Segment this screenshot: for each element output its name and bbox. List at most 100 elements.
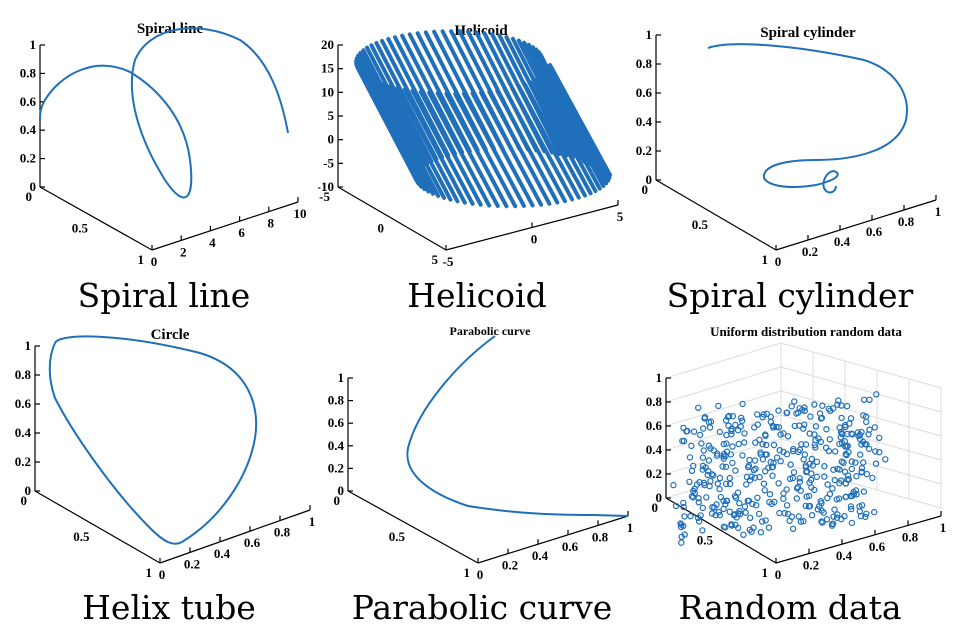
scatter-point xyxy=(758,518,766,525)
tick-label: 0.8 xyxy=(646,394,663,409)
scatter-point xyxy=(678,521,685,528)
scatter-point xyxy=(738,417,746,424)
scatter-point xyxy=(727,451,735,458)
scatter-point xyxy=(802,502,809,510)
scatter-point xyxy=(735,440,742,448)
scatter-point xyxy=(862,513,869,521)
scatter-point xyxy=(690,428,698,435)
tick-label: 0.5 xyxy=(389,529,406,544)
grid-line xyxy=(665,342,782,379)
tick-label: 0 xyxy=(151,254,158,269)
scatter-point xyxy=(722,463,730,471)
scatter-point xyxy=(847,503,855,510)
scatter-point xyxy=(794,409,802,416)
scatter-point xyxy=(688,467,696,474)
scatter-point xyxy=(842,480,850,487)
tick-label: 0.6 xyxy=(646,418,663,433)
scatter-point xyxy=(790,469,798,476)
scatter-point xyxy=(857,512,865,520)
scatter-point xyxy=(815,502,823,510)
scatter-point xyxy=(742,481,750,488)
tick-label: 0 xyxy=(477,567,484,582)
scatter-point xyxy=(829,485,836,492)
chart-title: Circle xyxy=(151,327,190,343)
scatter-point xyxy=(761,431,769,438)
scatter-point xyxy=(821,473,828,480)
scatter-point xyxy=(713,452,721,459)
scatter-point xyxy=(825,447,833,455)
grid-line xyxy=(665,414,782,451)
helicoid-strip xyxy=(522,82,587,198)
scatter-point xyxy=(678,539,685,546)
helicoid-strip xyxy=(388,84,453,202)
grid-line xyxy=(665,366,782,403)
scatter-point xyxy=(845,476,852,483)
scatter-point xyxy=(750,466,758,474)
chart-title: Parabolic curve xyxy=(450,324,532,338)
helicoid-strip xyxy=(402,87,467,205)
scatter-point xyxy=(752,501,760,509)
scatter-point xyxy=(813,473,820,481)
scatter-point xyxy=(750,424,758,431)
scatter-point xyxy=(754,494,761,501)
scatter-point xyxy=(847,415,855,422)
tick-label: 0.6 xyxy=(15,396,32,411)
scatter-point xyxy=(672,502,680,510)
scatter-point xyxy=(854,429,861,436)
scatter-point xyxy=(871,424,878,431)
scatter-point xyxy=(694,514,702,521)
tick-label: 0.4 xyxy=(836,548,853,563)
x-axis xyxy=(159,509,311,564)
scatter-point xyxy=(859,459,867,466)
scatter-point xyxy=(812,436,819,444)
tick-label: 0 xyxy=(378,221,385,236)
scatter-point xyxy=(821,462,828,470)
scatter-point xyxy=(806,460,813,468)
scatter-point xyxy=(789,525,797,532)
scatter-point xyxy=(720,455,728,462)
scatter-point xyxy=(809,462,816,469)
scatter-point xyxy=(775,424,783,431)
scatter-point xyxy=(716,511,724,519)
helicoid-strip xyxy=(376,79,441,198)
scatter-point xyxy=(725,412,733,420)
scatter-point xyxy=(848,492,856,500)
scatter-point xyxy=(807,470,815,477)
scatter-point xyxy=(865,445,873,453)
scatter-point xyxy=(739,400,746,408)
scatter-point xyxy=(823,425,830,433)
scatter-point xyxy=(811,486,818,494)
tick-label: 0.4 xyxy=(328,438,345,453)
helicoid-strip xyxy=(537,75,602,191)
tick-label: 0.4 xyxy=(646,442,663,457)
tick-label: 1 xyxy=(940,520,947,535)
scatter-point xyxy=(875,434,883,442)
scatter-point xyxy=(828,522,836,529)
scatter-point xyxy=(723,497,730,504)
scatter-point xyxy=(731,511,739,518)
spiral-cylinder-series xyxy=(707,43,908,194)
scatter-point xyxy=(848,465,855,473)
scatter-point xyxy=(761,487,769,494)
scatter-point xyxy=(860,488,868,495)
helicoid-surface xyxy=(354,29,612,209)
scatter-point xyxy=(869,474,876,482)
grid-line xyxy=(780,342,942,389)
scatter-point xyxy=(808,511,816,519)
y-axis xyxy=(34,490,161,564)
scatter-point xyxy=(740,439,748,446)
scatter-point xyxy=(838,414,845,422)
scatter-point xyxy=(705,467,712,475)
tick-label: 0.2 xyxy=(636,143,652,158)
scatter-point xyxy=(796,478,804,485)
scatter-point xyxy=(803,493,810,500)
helicoid-strip xyxy=(382,82,447,200)
tick-label: 0 xyxy=(328,132,335,147)
spiral-line-series xyxy=(39,27,289,199)
scatter-point xyxy=(686,478,693,485)
scatter-point xyxy=(783,409,790,417)
scatter-point xyxy=(720,440,728,448)
